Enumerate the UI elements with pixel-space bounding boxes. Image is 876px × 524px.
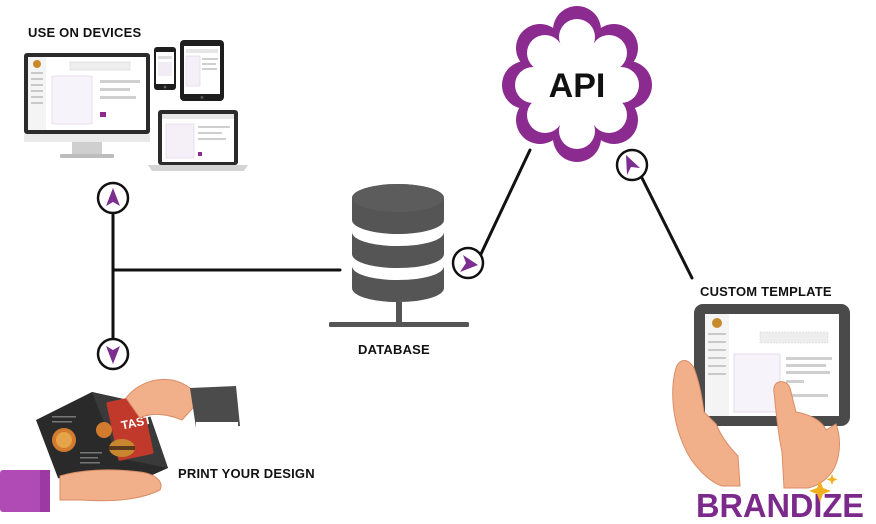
sparkle-icon <box>809 474 838 502</box>
db-api-line <box>478 148 532 258</box>
arrow-db-to-api <box>451 246 485 280</box>
tablet-device <box>180 40 224 101</box>
custom-template-label: CUSTOM TEMPLATE <box>700 284 832 299</box>
database-stack-icon <box>329 184 469 327</box>
desktop-monitor <box>24 53 150 158</box>
sleeve <box>190 386 240 428</box>
arrow-down-print <box>96 337 130 371</box>
template-tablet-illustration <box>672 304 850 489</box>
api-template-line <box>640 176 694 280</box>
cloud-badge-icon: API <box>502 6 652 162</box>
brand-logo-text: BRANDIZE <box>696 487 864 524</box>
print-illustration: TASTE <box>0 378 240 512</box>
brand-logo: BRANDIZE <box>696 474 864 524</box>
database-label: DATABASE <box>358 342 430 357</box>
arrow-up-devices <box>96 181 130 215</box>
purple-cuff <box>0 470 48 512</box>
use-on-devices-label: USE ON DEVICES <box>28 25 142 40</box>
lower-hand <box>59 469 162 502</box>
laptop-device <box>148 110 248 171</box>
connector-lines <box>111 148 694 342</box>
devices-illustration <box>24 40 248 171</box>
right-hand <box>773 381 840 489</box>
arrow-template-to-api <box>615 148 649 182</box>
phone-device <box>154 47 176 90</box>
left-hand <box>672 360 741 487</box>
api-label: API <box>549 67 606 105</box>
holding-hand <box>125 378 201 421</box>
print-your-design-label: PRINT YOUR DESIGN <box>178 466 315 481</box>
